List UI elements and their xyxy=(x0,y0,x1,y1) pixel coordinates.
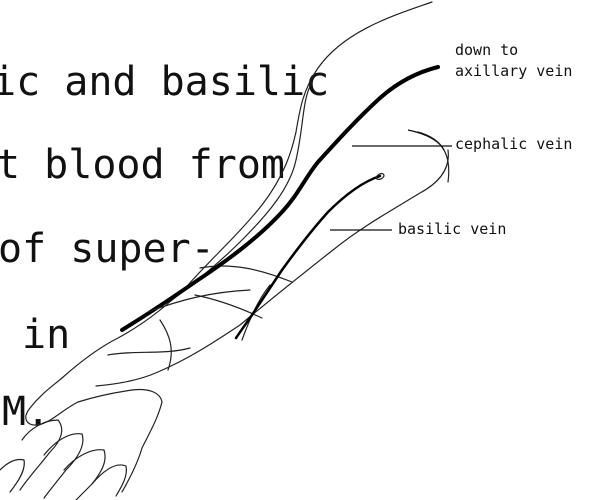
text-line-5: M. xyxy=(2,389,50,435)
label-axillary-vein: axillary vein xyxy=(455,62,572,80)
basilic-vein-path xyxy=(236,176,380,338)
text-line-3: of super- xyxy=(0,226,215,272)
leader-lines xyxy=(330,130,452,230)
text-line-4: in xyxy=(22,312,70,358)
label-basilic-vein: basilic vein xyxy=(398,220,506,238)
cephalic-leader-curve xyxy=(408,130,444,150)
label-down-to: down to xyxy=(455,41,518,59)
cephalic-vein-path xyxy=(122,67,438,330)
text-line-1: ic and basilic xyxy=(0,59,329,105)
text-line-2: t blood from xyxy=(0,142,285,188)
label-cephalic-vein: cephalic vein xyxy=(455,135,572,153)
veins xyxy=(122,67,438,338)
